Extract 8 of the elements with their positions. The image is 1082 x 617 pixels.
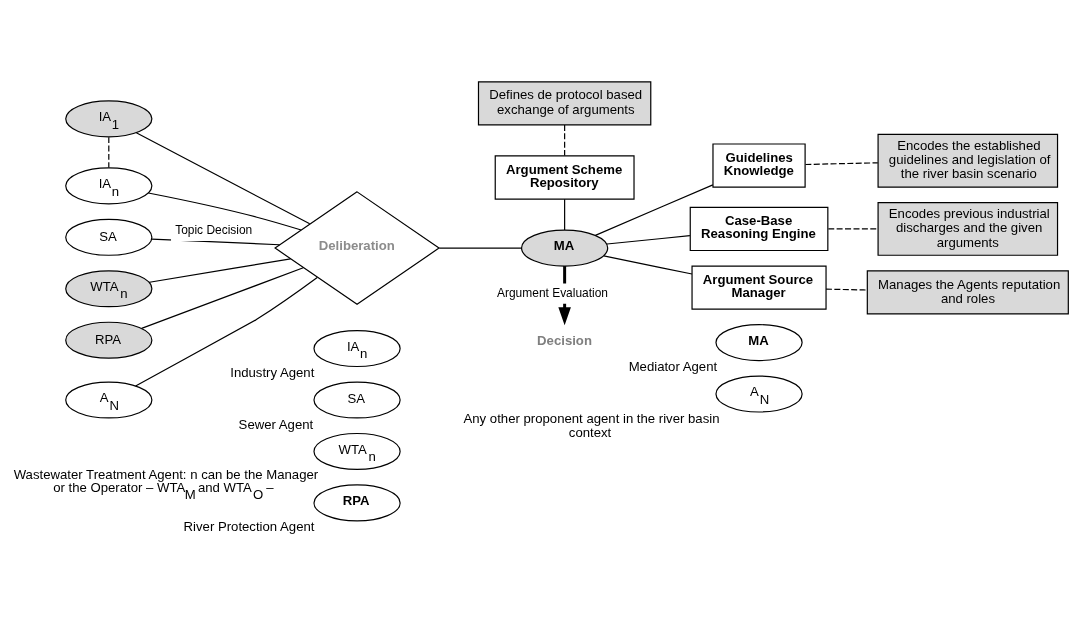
node-label: Sewer Agent — [238, 416, 314, 432]
edge-label: Argument Evaluation — [497, 286, 608, 301]
node-text: Decision — [537, 332, 592, 348]
node-label: Any other proponent agent in the river basin context — [463, 410, 720, 440]
edge-label: Topic Decision — [175, 223, 253, 238]
node-label: Industry Agent — [230, 365, 315, 381]
node-label: Mediator Agent — [628, 359, 718, 375]
node-label: River Protection Agent — [183, 519, 315, 535]
